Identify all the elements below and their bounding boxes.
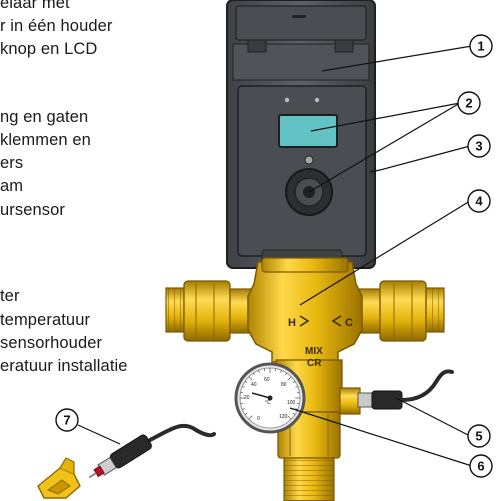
status-led	[314, 97, 320, 103]
hot-flow-arrow	[299, 315, 310, 327]
cold-flow-arrow	[331, 315, 342, 327]
indicator-light	[304, 155, 314, 165]
text-line: elaar met	[0, 0, 70, 12]
text-line: klemmen en	[0, 131, 91, 149]
hot-side-label: H	[288, 317, 296, 329]
gauge-tick	[242, 386, 245, 388]
callout-label: 1	[477, 39, 484, 54]
gauge-tick	[248, 376, 253, 381]
stamp-sub-label: CR	[307, 358, 322, 369]
gauge-tick	[287, 376, 292, 381]
sensor-holder-clip	[37, 457, 81, 499]
gauge-tick-label: 20	[244, 395, 250, 401]
callout-1: 1	[469, 34, 493, 58]
gauge-tick	[292, 381, 296, 383]
gauge-unit: °C	[265, 400, 271, 406]
callout-7: 7	[55, 408, 79, 432]
status-led	[284, 97, 290, 103]
gauge-tick-label: 40	[251, 382, 257, 388]
gauge-tick	[285, 372, 287, 376]
callout-label: 7	[63, 413, 70, 428]
callout-5: 5	[467, 424, 491, 448]
lcd-display	[278, 114, 338, 148]
callout-label: 5	[475, 429, 482, 444]
gauge-tick-label: 60	[264, 377, 270, 383]
gauge-tick-label: 80	[281, 382, 287, 388]
gauge-tick	[295, 386, 298, 388]
text-line: temperatuur	[0, 311, 91, 329]
gauge-tick	[248, 415, 253, 420]
callout-label: 4	[475, 194, 483, 209]
text-line: ursensor	[0, 201, 65, 219]
mixing-valve-body	[165, 257, 445, 501]
gauge-tick	[258, 370, 260, 373]
text-line: sensorhouder	[0, 334, 103, 352]
gauge-tick	[292, 413, 296, 415]
thermometer-gauge	[234, 362, 306, 434]
gauge-tick-marks	[240, 368, 300, 420]
leader-lines	[77, 45, 473, 467]
gauge-pivot	[267, 395, 273, 401]
gauge-tick-label: 120	[279, 414, 288, 420]
callout-4: 4	[467, 189, 491, 213]
gauge-tick-label: 0	[257, 416, 260, 422]
callout-label: 3	[475, 139, 482, 154]
text-line: ter	[0, 287, 20, 305]
text-line: am	[0, 177, 24, 195]
callout-label: 2	[465, 96, 472, 111]
text-line: r in één houder	[0, 17, 113, 35]
text-line: ng en gaten	[0, 108, 89, 126]
gauge-tick	[295, 408, 298, 410]
gauge-tick	[242, 408, 245, 410]
cold-side-label: C	[345, 317, 353, 329]
sensor-probe	[88, 423, 216, 479]
callout-2: 2	[457, 91, 481, 115]
text-line: ers	[0, 154, 24, 172]
gauge-tick	[280, 370, 282, 373]
callout-3: 3	[467, 134, 491, 158]
gauge-tick	[253, 372, 255, 376]
gauge-tick	[244, 413, 248, 415]
text-line: eratuur installatie	[0, 357, 128, 375]
gauge-tick	[244, 381, 248, 383]
gauge-needle	[251, 392, 271, 399]
text-line: knop en LCD	[0, 40, 98, 58]
gauge-tick-label: 100	[287, 400, 296, 406]
gauge-tick	[287, 415, 292, 420]
temperature-sensor	[357, 369, 454, 410]
callout-label: 6	[477, 459, 484, 474]
callout-6: 6	[469, 454, 493, 478]
mix-label: MIX	[305, 346, 323, 357]
